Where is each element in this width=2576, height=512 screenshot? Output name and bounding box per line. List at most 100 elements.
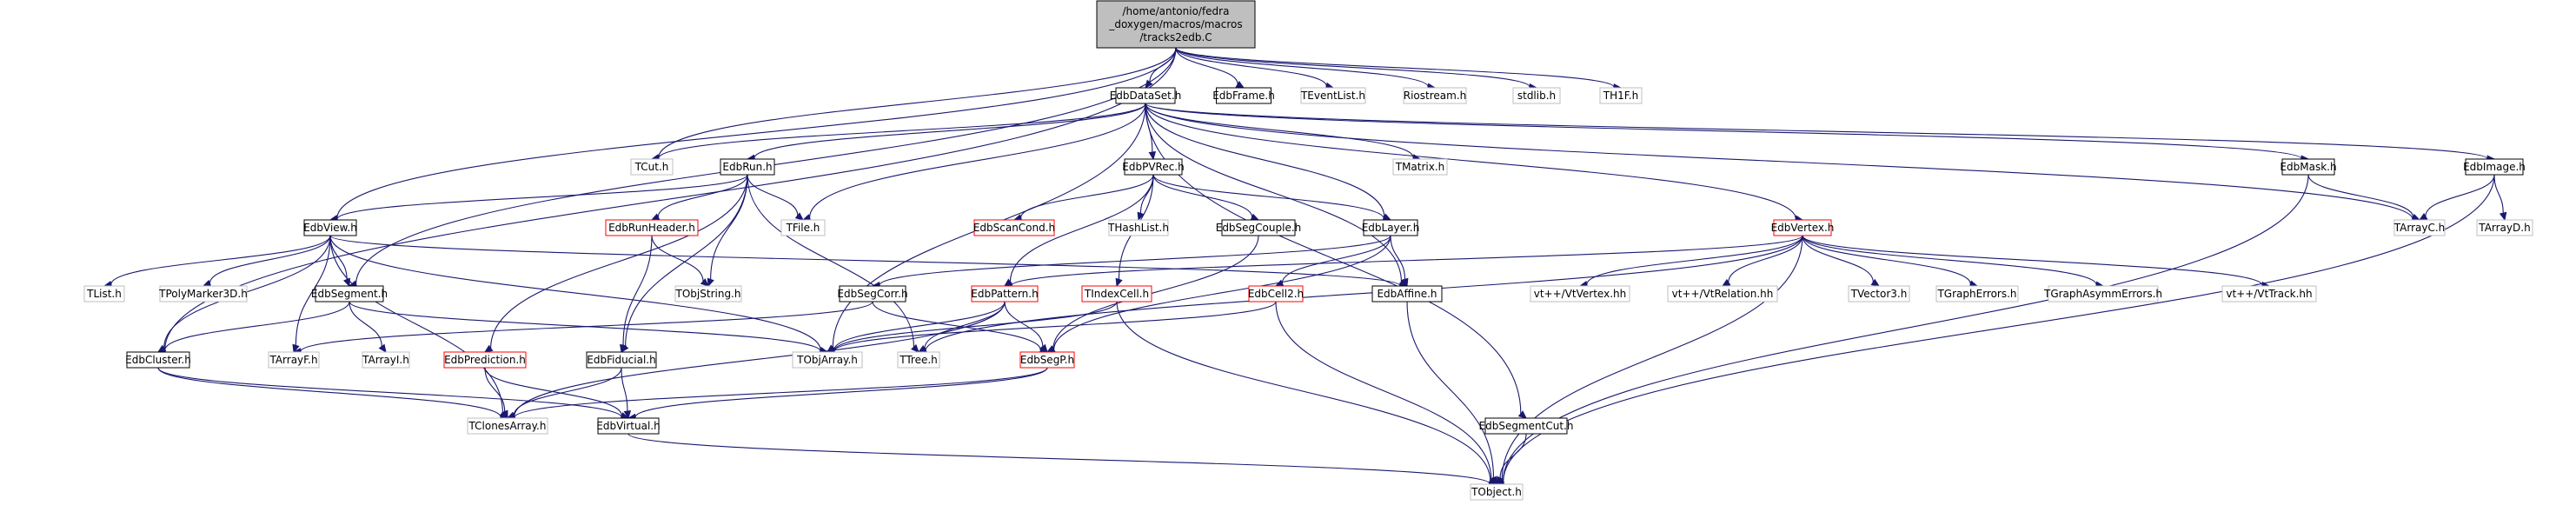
edge-edb-view-to-edb-affine — [329, 235, 1401, 287]
node-label: TObjArray.h — [796, 354, 858, 366]
node-box — [443, 351, 527, 369]
edge-edb-pattern-to-edb-seg-p — [1004, 301, 1044, 347]
edge-edb-affine-to-tobject — [1406, 301, 1495, 478]
arrowhead-edb-virtual — [623, 409, 632, 420]
node-edb-seg-p[interactable]: EdbSegP.h — [1019, 351, 1075, 369]
node-edb-affine[interactable]: EdbAffine.h — [1371, 285, 1443, 303]
node-label: EdbDataSet.h — [1110, 90, 1182, 102]
node-root[interactable]: /home/antonio/fedra_doxygen/macros/macro… — [1096, 0, 1256, 49]
edge-edb-data-set-to-tarray-c — [1145, 103, 2413, 220]
node-box — [630, 158, 674, 176]
node-box — [1300, 87, 1366, 104]
node-box — [1530, 285, 1630, 303]
node-edb-view[interactable]: EdbView.h — [303, 219, 357, 236]
node-label: TMatrix.h — [1395, 161, 1445, 173]
node-tmatrix: TMatrix.h — [1392, 158, 1448, 176]
node-label: TArrayD.h — [2478, 222, 2530, 234]
edge-edb-seg-corr-to-edb-seg-p — [872, 301, 1041, 350]
node-edb-pvrec[interactable]: EdbPVRec.h — [1122, 158, 1185, 176]
node-tindex-cell[interactable]: TIndexCell.h — [1081, 285, 1152, 303]
node-box — [1470, 483, 1524, 501]
node-edb-image[interactable]: EdbImage.h — [2463, 158, 2526, 176]
edge-edb-view-to-tarray-f — [295, 235, 331, 346]
node-edb-cluster[interactable]: EdbCluster.h — [125, 351, 191, 369]
edge-edb-pvrec-to-edb-seg-couple — [1152, 174, 1253, 217]
node-box — [268, 351, 320, 369]
edge-edb-view-to-tclones-array — [329, 235, 503, 414]
edge-edb-cluster-to-tclones-array — [157, 367, 501, 418]
node-box — [1392, 158, 1448, 176]
node-box — [362, 351, 410, 369]
edge-edb-segment-to-edb-cluster — [164, 301, 350, 351]
node-box — [780, 219, 826, 236]
edge-root-to-edb-frame — [1175, 47, 1238, 85]
node-edb-run-header[interactable]: EdbRunHeader.h — [605, 219, 699, 236]
node-edb-data-set[interactable]: EdbDataSet.h — [1110, 87, 1182, 104]
node-box — [1096, 0, 1256, 49]
arrowhead-edb-fiducial — [620, 343, 627, 354]
node-tgraph-errors: TGraphErrors.h — [1935, 285, 2019, 303]
node-tcut: TCut.h — [630, 158, 674, 176]
node-edb-run[interactable]: EdbRun.h — [720, 158, 775, 176]
edge-root-to-stdlib — [1175, 47, 1530, 88]
node-edb-seg-corr[interactable]: EdbSegCorr.h — [837, 285, 908, 303]
edge-edb-run-to-tfile — [747, 174, 799, 216]
node-box — [1221, 219, 1296, 236]
node-box — [1115, 87, 1176, 104]
node-label: TIndexCell.h — [1084, 288, 1149, 300]
arrowhead-tvector3 — [1870, 278, 1881, 287]
arrowhead-tobject — [1490, 475, 1497, 486]
node-box — [2476, 219, 2533, 236]
arrowhead-vt-relation — [1721, 278, 1731, 287]
node-box — [1484, 417, 1568, 435]
arrowhead-tobj-string — [700, 278, 709, 287]
edge-edb-view-to-tlist — [110, 235, 331, 285]
node-edb-frame[interactable]: EdbFrame.h — [1212, 87, 1275, 104]
node-tobj-array: TObjArray.h — [792, 351, 863, 369]
node-edb-virtual[interactable]: EdbVirtual.h — [596, 417, 661, 435]
edge-edb-run-to-edb-run-header — [657, 174, 748, 217]
edge-edb-cluster-to-edb-virtual — [157, 367, 622, 418]
edge-edb-vertex-to-vt-relation — [1728, 235, 1803, 283]
node-tevent-list: TEventList.h — [1300, 87, 1366, 104]
node-label: EdbFiducial.h — [587, 354, 655, 366]
edge-edb-vertex-to-edb-pattern — [1011, 235, 1803, 286]
edge-edb-data-set-to-edb-affine — [1145, 103, 1402, 283]
node-label: TArrayC.h — [2393, 222, 2446, 234]
node-edb-scan-cond[interactable]: EdbScanCond.h — [973, 219, 1055, 236]
node-riostream: Riostream.h — [1403, 87, 1467, 104]
node-label: EdbSegP.h — [1020, 354, 1074, 366]
edge-edb-run-to-edb-prediction — [490, 174, 748, 349]
edge-edb-layer-to-edb-seg-corr — [879, 235, 1391, 286]
node-edb-segment[interactable]: EdbSegment.h — [311, 285, 388, 303]
node-edb-cell2[interactable]: EdbCell2.h — [1248, 285, 1304, 303]
node-edb-layer[interactable]: EdbLayer.h — [1362, 219, 1420, 236]
node-box — [792, 351, 863, 369]
node-edb-fiducial[interactable]: EdbFiducial.h — [586, 351, 657, 369]
node-box — [1124, 158, 1183, 176]
node-edb-prediction[interactable]: EdbPrediction.h — [443, 351, 527, 369]
edge-edb-pvrec-to-edb-pattern — [1009, 174, 1154, 283]
node-edb-mask[interactable]: EdbMask.h — [2280, 158, 2337, 176]
node-tlist: TList.h — [83, 285, 125, 303]
node-edb-pattern[interactable]: EdbPattern.h — [971, 285, 1039, 303]
node-label: EdbPVRec.h — [1122, 161, 1184, 173]
node-tpoly-marker3-d: TPolyMarker3D.h — [158, 285, 248, 303]
edge-edb-pattern-to-tobj-array — [833, 301, 1006, 350]
edge-edb-run-to-edb-fiducial — [625, 174, 748, 347]
node-box — [1363, 219, 1418, 236]
edge-edb-data-set-to-edb-mask — [1145, 103, 2302, 160]
node-edb-vertex[interactable]: EdbVertex.h — [1771, 219, 1835, 236]
node-label: EdbMask.h — [2280, 161, 2336, 173]
edge-edb-run-header-to-tobj-string — [651, 235, 704, 282]
arrowhead-edb-segment — [342, 277, 350, 288]
node-label: TList.h — [86, 288, 122, 300]
arrowhead-tarray-d — [2499, 211, 2507, 222]
edge-root-to-riostream — [1175, 47, 1429, 88]
node-edb-segment-cut[interactable]: EdbSegmentCut.h — [1479, 417, 1574, 435]
node-tarray-i: TArrayI.h — [362, 351, 410, 369]
arrowhead-tarray-f — [292, 343, 300, 354]
node-edb-seg-couple[interactable]: EdbSegCouple.h — [1216, 219, 1302, 236]
arrowhead-tarray-i — [378, 343, 387, 354]
